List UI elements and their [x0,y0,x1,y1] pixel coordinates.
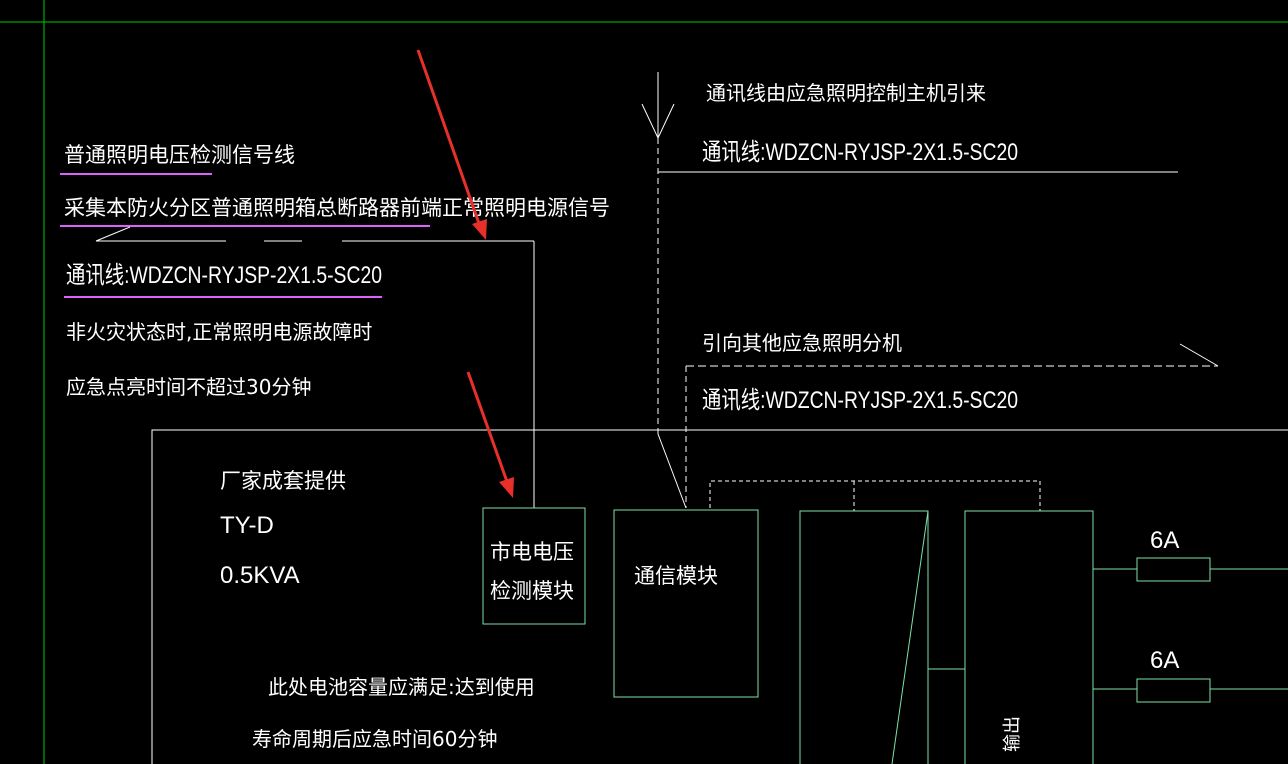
non-fire-note-line2: 应急点亮时间不超过30分钟 [66,375,311,399]
normal-light-signal-label: 普通照明电压检测信号线 [64,143,295,167]
non-fire-note-line1: 非火灾状态时,正常照明电源故障时 [66,320,372,344]
red-arrow-2 [466,371,514,498]
mains-module-label-line2: 检测模块 [490,579,574,603]
output-block[interactable] [964,510,1094,764]
comm-module[interactable] [613,509,759,698]
mains-detection-module[interactable] [482,507,586,625]
fuse-1[interactable] [1136,557,1211,582]
converter-diagonal [891,510,929,764]
comm-from-host-label: 通讯线由应急照明控制主机引来 [706,81,986,105]
comm-module-label: 通信模块 [634,564,718,588]
dashed-bus [709,480,1041,511]
host-arrow-left [641,103,659,139]
mains-module-label-line1: 市电电压 [490,540,574,564]
fuse-1-rating: 6A [1150,527,1179,554]
vendor-label: 厂家成套提供 [220,469,346,493]
callout-leader [95,226,131,242]
comm-line-mid-label: 通讯线:WDZCN-RYJSP-2X1.5-SC20 [702,387,1018,414]
to-other-branch-label: 引向其他应急照明分机 [702,331,902,355]
fuse-2-rating: 6A [1150,647,1179,674]
comm-dashed-diagonal [657,433,687,509]
comm-line-top-label: 通讯线:WDZCN-RYJSP-2X1.5-SC20 [702,139,1018,166]
battery-note-line2: 寿命周期后应急时间60分钟 [252,727,497,751]
comm-line-left-label: 通讯线:WDZCN-RYJSP-2X1.5-SC20 [66,262,382,289]
fuse-2[interactable] [1136,678,1211,703]
host-arrow-right [657,103,675,139]
red-arrow-1 [416,49,487,240]
model-label: TY-D [220,512,274,539]
capacity-label: 0.5KVA [220,562,300,589]
battery-note-line1: 此处电池容量应满足:达到使用 [268,675,535,699]
output-block-label: 输出 [1002,716,1023,752]
converter-block[interactable] [799,510,929,764]
branch-tick [1179,343,1219,367]
vendor-enclosure [151,429,1288,764]
collect-signal-label: 采集本防火分区普通照明箱总断路器前端正常照明电源信号 [64,196,610,220]
